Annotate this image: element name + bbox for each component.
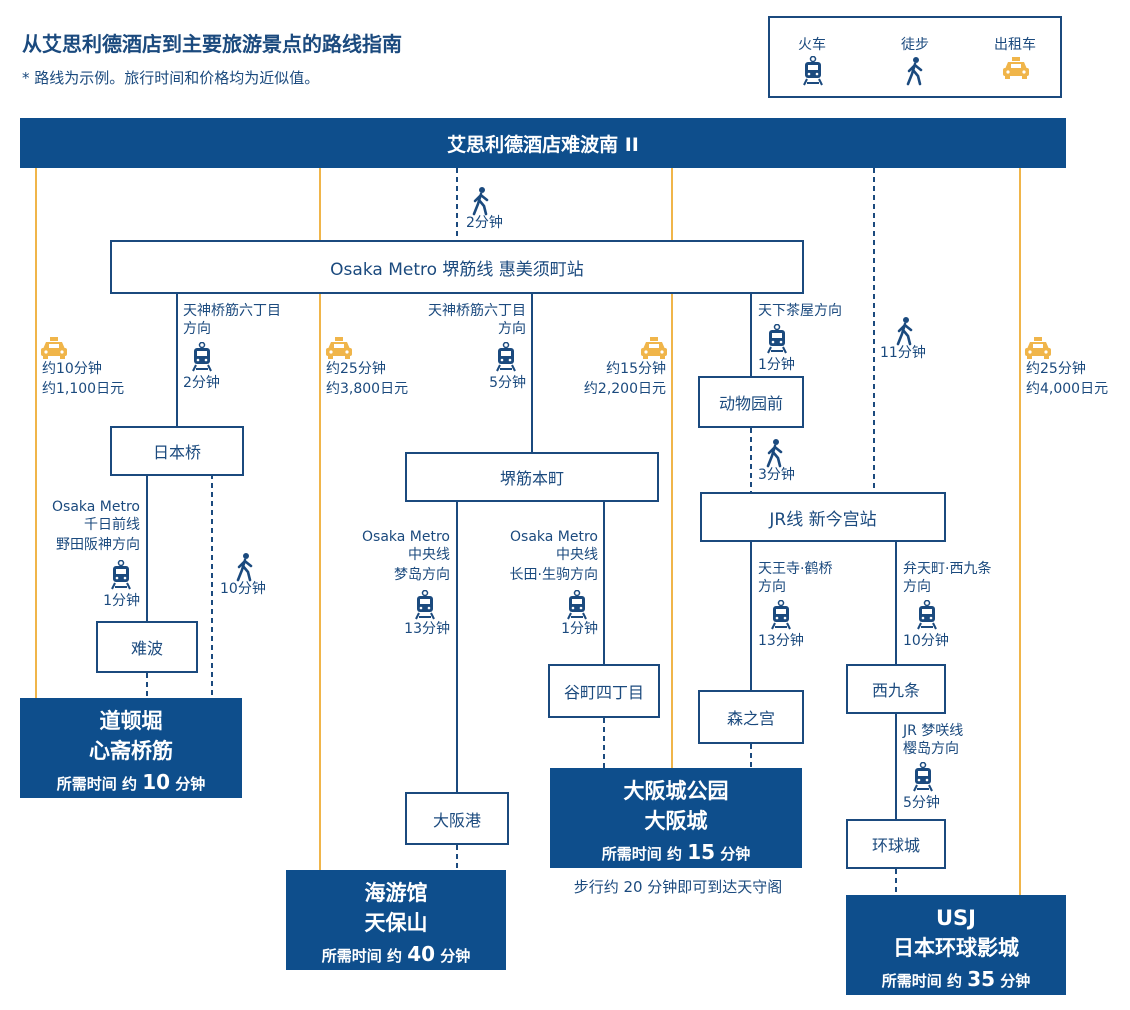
route-f-line1: Osaka Metro	[510, 529, 598, 545]
walk-icon	[766, 439, 783, 468]
route-b-time: 5分钟	[489, 375, 526, 391]
taxi-time-castle: 约15分钟	[606, 361, 666, 377]
train-icon	[111, 560, 131, 590]
walk-icon	[472, 187, 489, 216]
walk-time-ebisu: 2分钟	[466, 215, 503, 231]
station-namba: 难波	[96, 621, 198, 673]
route-g-line1: 天王寺·鹤桥	[758, 561, 833, 577]
destination-name: 大阪城	[644, 809, 708, 833]
station-shin-imamiya: JR线 新今宫站	[700, 492, 946, 542]
route-h-time: 10分钟	[903, 633, 949, 649]
train-icon	[192, 342, 212, 372]
station-nipponbashi: 日本桥	[110, 426, 244, 476]
taxi-time-kaiyukan: 约25分钟	[326, 361, 386, 377]
route-f-line2: 中央线	[556, 547, 598, 563]
page-note: * 路线为示例。旅行时间和价格均为近似值。	[22, 69, 320, 87]
station-sakaisuji-honmachi: 堺筋本町	[405, 452, 659, 502]
route-c-direction: 天下茶屋方向	[758, 303, 842, 319]
walk-time-dobutsuen: 3分钟	[758, 467, 795, 483]
walk-icon	[906, 57, 923, 86]
walk-time-shinimamiya: 11分钟	[880, 345, 926, 361]
station-ebisucho: Osaka Metro 堺筋线 惠美须町站	[110, 240, 804, 294]
route-b-direction-suffix: 方向	[498, 321, 526, 337]
taxi-price-castle: 约2,200日元	[583, 381, 666, 397]
route-f-line3: 长田·生驹方向	[509, 567, 598, 583]
train-icon	[496, 342, 516, 372]
route-e-line3: 梦岛方向	[394, 567, 450, 583]
taxi-icon	[41, 337, 67, 359]
route-h-line1: 弁天町·西九条	[903, 561, 992, 577]
train-icon	[771, 600, 791, 630]
destination-name: USJ	[936, 906, 976, 930]
route-a-direction: 天神桥筋六丁目	[183, 303, 281, 319]
destination-name: 海游馆	[364, 881, 428, 905]
route-i-line1: JR 梦咲线	[903, 723, 964, 739]
train-lines	[146, 293, 897, 819]
legend-walk-label: 徒步	[901, 37, 929, 53]
route-c-time: 1分钟	[758, 357, 795, 373]
train-icon	[767, 324, 787, 354]
route-g-time: 13分钟	[758, 633, 804, 649]
taxi-price-kaiyukan: 约3,800日元	[326, 381, 409, 397]
station-morinomiya: 森之宫	[698, 690, 804, 744]
taxi-price-usj: 约4,000日元	[1026, 381, 1109, 397]
destination-dotonbori: 道顿堀 心斋桥筋 所需时间 约 10 分钟	[20, 698, 242, 798]
walk-icon	[896, 317, 913, 346]
destination-time: 所需时间 约 10 分钟	[56, 770, 206, 794]
destination-name: 道顿堀	[99, 709, 163, 733]
route-d-line3: 野田阪神方向	[56, 537, 140, 553]
route-d-line2: 千日前线	[84, 517, 140, 533]
destination-name: 心斋桥筋	[89, 739, 173, 763]
station-universal-city: 环球城	[846, 819, 946, 869]
route-d-time: 1分钟	[103, 593, 140, 609]
taxi-icon	[1003, 57, 1029, 79]
taxi-icon	[326, 337, 352, 359]
taxi-time-dotonbori: 约10分钟	[42, 361, 102, 377]
taxi-icon	[641, 337, 667, 359]
station-osakako: 大阪港	[405, 792, 509, 845]
destination-osaka-castle: 大阪城公园 大阪城 所需时间 约 15 分钟	[550, 768, 802, 868]
route-g-line2: 方向	[758, 579, 786, 595]
route-d-line1: Osaka Metro	[52, 499, 140, 515]
train-icon	[415, 590, 435, 620]
destination-time: 所需时间 约 15 分钟	[601, 840, 751, 864]
legend-train-label: 火车	[798, 37, 826, 53]
destination-time: 所需时间 约 40 分钟	[321, 942, 471, 966]
station-dobutsuen-mae: 动物园前	[698, 376, 804, 428]
page-title: 从艾思利德酒店到主要旅游景点的路线指南	[22, 32, 402, 56]
train-icon	[917, 600, 937, 630]
castle-walk-note: 步行约 20 分钟即可到达天守阁	[573, 878, 783, 896]
legend-taxi-label: 出租车	[994, 37, 1036, 53]
legend: 火车 徒步 出租车	[768, 16, 1062, 98]
train-icon	[913, 762, 933, 792]
train-icon	[567, 590, 587, 620]
route-a-time: 2分钟	[183, 375, 220, 391]
route-a-direction-suffix: 方向	[183, 321, 211, 337]
taxi-time-usj: 约25分钟	[1026, 361, 1086, 377]
destination-name: 日本环球影城	[893, 936, 1019, 960]
route-e-time: 13分钟	[404, 621, 450, 637]
route-e-line2: 中央线	[408, 547, 450, 563]
route-h-line2: 方向	[903, 579, 931, 595]
station-tanimachi-4: 谷町四丁目	[548, 664, 660, 718]
walk-icon	[236, 553, 253, 582]
destination-name: 大阪城公园	[623, 779, 729, 803]
route-f-time: 1分钟	[561, 621, 598, 637]
walk-time-nipponbashi: 10分钟	[220, 581, 266, 597]
destination-time: 所需时间 约 35 分钟	[881, 967, 1031, 991]
taxi-icon	[1025, 337, 1051, 359]
taxi-price-dotonbori: 约1,100日元	[42, 381, 125, 397]
destination-usj: USJ 日本环球影城 所需时间 约 35 分钟	[846, 895, 1066, 995]
train-icon	[803, 56, 823, 86]
route-e-line1: Osaka Metro	[362, 529, 450, 545]
hotel-bar: 艾思利德酒店难波南 II	[20, 118, 1066, 168]
route-i-time: 5分钟	[903, 795, 940, 811]
destination-name: 天保山	[364, 911, 428, 935]
route-i-line2: 樱岛方向	[903, 741, 959, 757]
walk-lines	[146, 168, 897, 895]
destination-kaiyukan: 海游馆 天保山 所需时间 约 40 分钟	[286, 870, 506, 970]
route-b-direction: 天神桥筋六丁目	[428, 303, 526, 319]
station-nishikujo: 西九条	[846, 664, 946, 714]
